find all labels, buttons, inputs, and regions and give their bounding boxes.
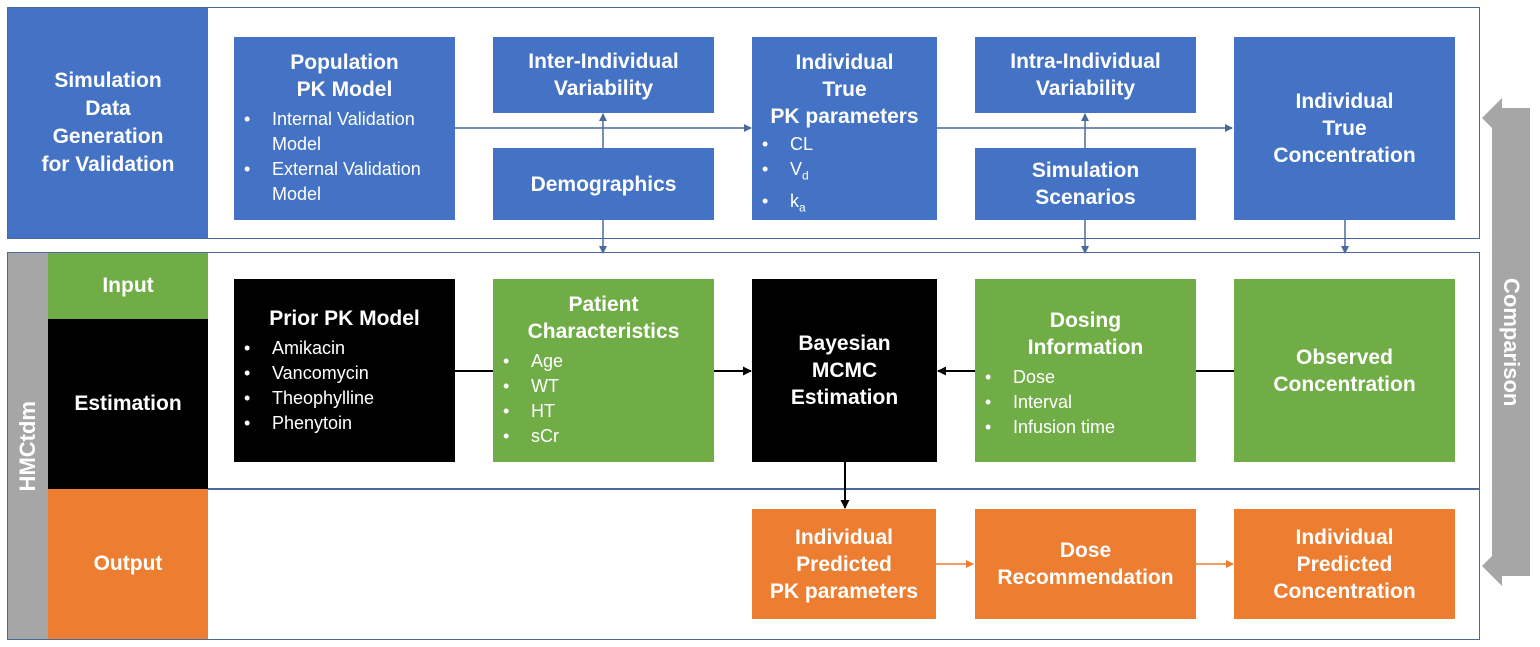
- inter-variability-title: Inter-Individual Variability: [528, 50, 679, 100]
- bayesian-title: Bayesian MCMC Estimation: [790, 332, 899, 409]
- simulation-scenarios-box: Simulation Scenarios: [975, 148, 1196, 220]
- patient-title: Patient Characteristics: [527, 293, 680, 343]
- dose-recommendation-box: Dose Recommendation: [975, 509, 1196, 619]
- true-pk-item: Vd: [752, 157, 937, 189]
- individual-predicted-pk-box: Individual Predicted PK parameters: [752, 509, 936, 619]
- output-text: Output: [93, 552, 163, 575]
- true-pk-title: Individual True PK parameters: [770, 51, 919, 128]
- patient-characteristics-box: Patient Characteristics Age WT HT sCr: [493, 279, 714, 462]
- bayesian-mcmc-box: Bayesian MCMC Estimation: [752, 279, 937, 462]
- pred-pk-title: Individual Predicted PK parameters: [769, 525, 919, 603]
- dose-rec-title: Dose Recommendation: [997, 539, 1174, 589]
- observed-title: Observed Concentration: [1273, 345, 1416, 396]
- estimation-label: Estimation: [48, 319, 208, 489]
- population-pk-item: External Validation Model: [234, 157, 455, 207]
- observed-concentration-box: Observed Concentration: [1234, 279, 1455, 462]
- patient-item: sCr: [493, 424, 714, 449]
- prior-pk-item: Phenytoin: [234, 411, 455, 436]
- dosing-list: Dose Interval Infusion time: [975, 365, 1196, 440]
- individual-predicted-concentration-box: Individual Predicted Concentration: [1234, 509, 1455, 619]
- hmctdm-label: HMCtdm: [8, 253, 48, 639]
- prior-pk-item: Theophylline: [234, 386, 455, 411]
- population-pk-list: Internal Validation Model External Valid…: [234, 107, 455, 207]
- pred-conc-title: Individual Predicted Concentration: [1273, 525, 1416, 603]
- true-pk-item: CL: [752, 132, 937, 157]
- prior-pk-item: Vancomycin: [234, 361, 455, 386]
- patient-item: WT: [493, 374, 714, 399]
- patient-list: Age WT HT sCr: [493, 349, 714, 449]
- simulation-section-text: Simulation Data Generation for Validatio…: [41, 69, 175, 176]
- input-text: Input: [102, 274, 154, 297]
- input-label: Input: [48, 253, 208, 319]
- prior-pk-model-box: Prior PK Model Amikacin Vancomycin Theop…: [234, 279, 455, 462]
- comparison-arrow-top: [1482, 98, 1530, 138]
- individual-true-pk-box: Individual True PK parameters CL Vd ka: [752, 37, 937, 220]
- estimation-text: Estimation: [74, 392, 182, 415]
- population-pk-item: Internal Validation Model: [234, 107, 455, 157]
- dosing-item: Infusion time: [975, 415, 1196, 440]
- true-pk-list: CL Vd ka: [752, 132, 937, 220]
- true-conc-title: Individual True Concentration: [1273, 90, 1416, 167]
- simulation-section-label: Simulation Data Generation for Validatio…: [8, 8, 208, 238]
- demographics-box: Demographics: [493, 148, 714, 220]
- output-label: Output: [48, 489, 208, 639]
- comparison-arrow-bottom: [1482, 546, 1530, 586]
- population-pk-title: Population PK Model: [290, 51, 399, 101]
- prior-pk-item: Amikacin: [234, 336, 455, 361]
- scenarios-title: Simulation Scenarios: [1031, 159, 1140, 209]
- dosing-item: Dose: [975, 365, 1196, 390]
- comparison-text: Comparison: [1499, 277, 1524, 407]
- prior-pk-list: Amikacin Vancomycin Theophylline Phenyto…: [234, 336, 455, 436]
- patient-item: HT: [493, 399, 714, 424]
- individual-true-concentration-box: Individual True Concentration: [1234, 37, 1455, 220]
- comparison-bar: Comparison: [1492, 118, 1530, 566]
- demographics-title: Demographics: [530, 172, 677, 196]
- intra-individual-variability-box: Intra-Individual Variability: [975, 37, 1196, 113]
- prior-pk-title: Prior PK Model: [269, 307, 420, 330]
- population-pk-model-box: Population PK Model Internal Validation …: [234, 37, 455, 220]
- true-pk-item: ka: [752, 189, 937, 221]
- dosing-item: Interval: [975, 390, 1196, 415]
- dosing-information-box: Dosing Information Dose Interval Infusio…: [975, 279, 1196, 462]
- intra-variability-title: Intra-Individual Variability: [1010, 50, 1161, 100]
- patient-item: Age: [493, 349, 714, 374]
- inter-individual-variability-box: Inter-Individual Variability: [493, 37, 714, 113]
- dosing-title: Dosing Information: [1027, 309, 1144, 359]
